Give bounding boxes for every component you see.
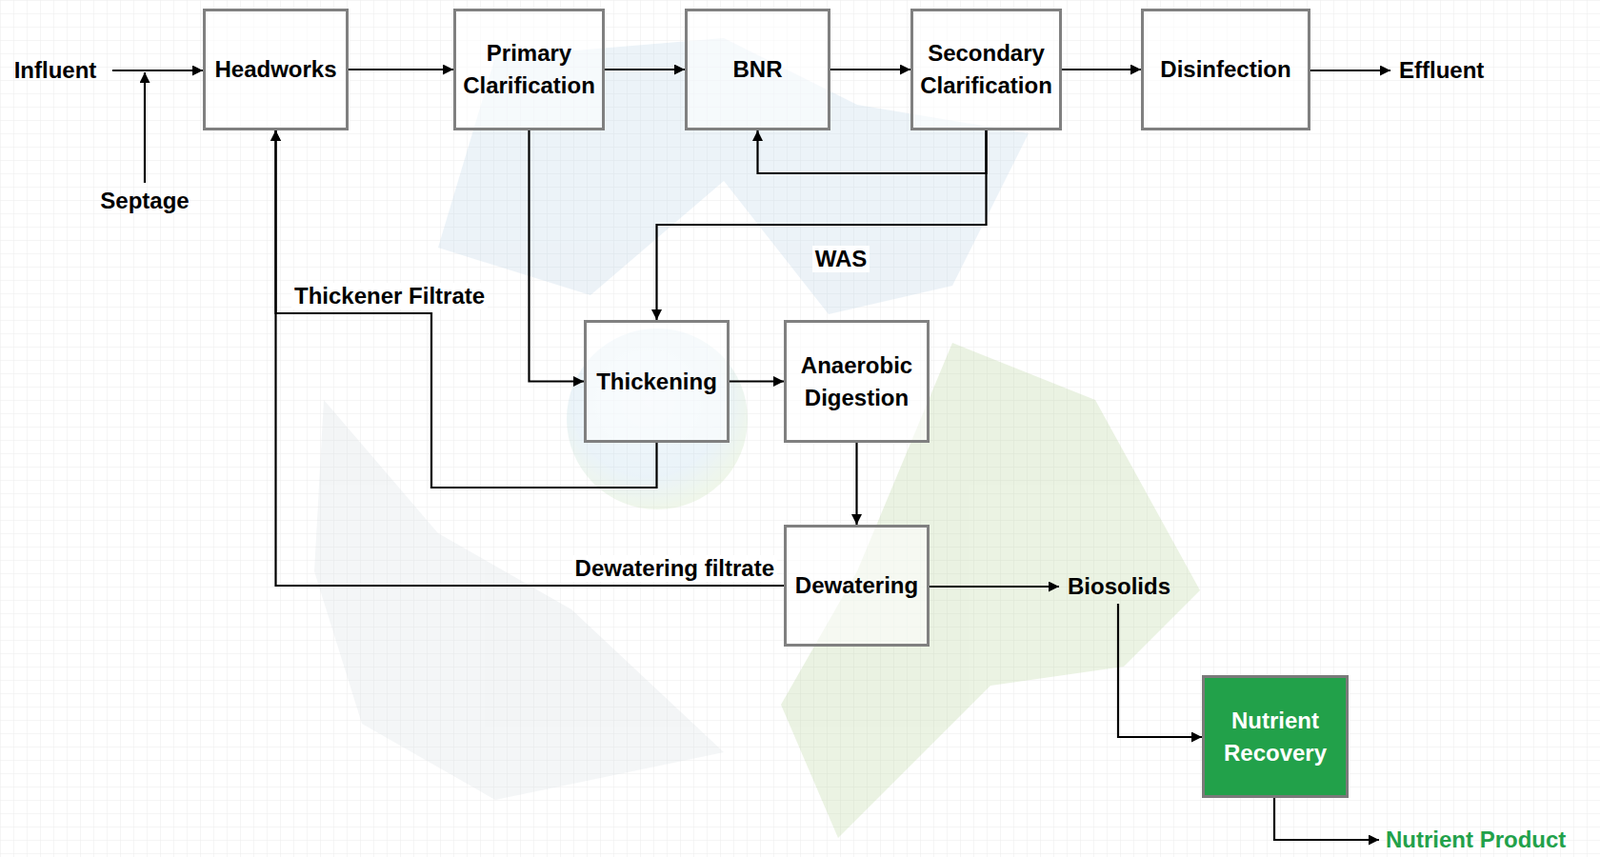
box-label: BNR	[733, 53, 783, 86]
process-box: Headworks	[202, 8, 349, 131]
edge-label: Thickener Filtrate	[291, 282, 488, 310]
influent-line	[112, 69, 203, 72]
box-label: Primary Clarification	[462, 37, 596, 101]
flow-connector	[729, 380, 784, 382]
box-label: Thickening	[596, 365, 718, 399]
box-label: Anaerobic Digestion	[793, 349, 920, 414]
flow-lines	[112, 70, 1391, 840]
box-label: Disinfection	[1160, 53, 1291, 86]
edge-label: Dewatering filtrate	[572, 555, 778, 582]
process-box: Anaerobic Digestion	[783, 320, 930, 443]
process-box: Primary Clarification	[453, 8, 605, 131]
flow-connector	[758, 130, 987, 174]
flow-connector	[855, 442, 858, 525]
stream-label: Effluent	[1399, 57, 1484, 84]
flow-connector	[1061, 68, 1141, 71]
effluent-line	[1310, 69, 1391, 72]
product-line	[1274, 798, 1380, 840]
edge-group	[276, 69, 1142, 586]
process-box: Dewatering	[783, 524, 930, 647]
flow-connector	[276, 130, 785, 586]
stream-label: Septage	[100, 187, 189, 215]
process-box: BNR	[684, 8, 831, 131]
box-label: Dewatering	[795, 569, 919, 602]
stream-label: Nutrient Product	[1385, 826, 1566, 854]
stream-label: Biosolids	[1067, 573, 1171, 600]
box-label: Nutrient Recovery	[1211, 704, 1340, 769]
biosolids-feed-line	[1118, 603, 1202, 738]
box-label: Secondary Clarification	[920, 37, 1053, 101]
stream-label: Influent	[14, 57, 98, 84]
process-box: Thickening	[583, 320, 730, 443]
process-box: Secondary Clarification	[910, 8, 1062, 131]
biosolids-line	[929, 585, 1060, 588]
process-box: Nutrient Recovery	[1201, 675, 1349, 799]
edge-label: WAS	[812, 245, 871, 273]
flow-connector	[529, 130, 585, 382]
recycle-watermark	[314, 38, 1200, 839]
flow-connector	[604, 68, 685, 71]
flow-connector	[830, 68, 911, 71]
process-box: Disinfection	[1140, 8, 1311, 131]
septage-line	[143, 72, 146, 183]
box-label: Headworks	[214, 53, 337, 86]
flow-connector	[657, 130, 987, 320]
flow-connector	[348, 68, 454, 71]
